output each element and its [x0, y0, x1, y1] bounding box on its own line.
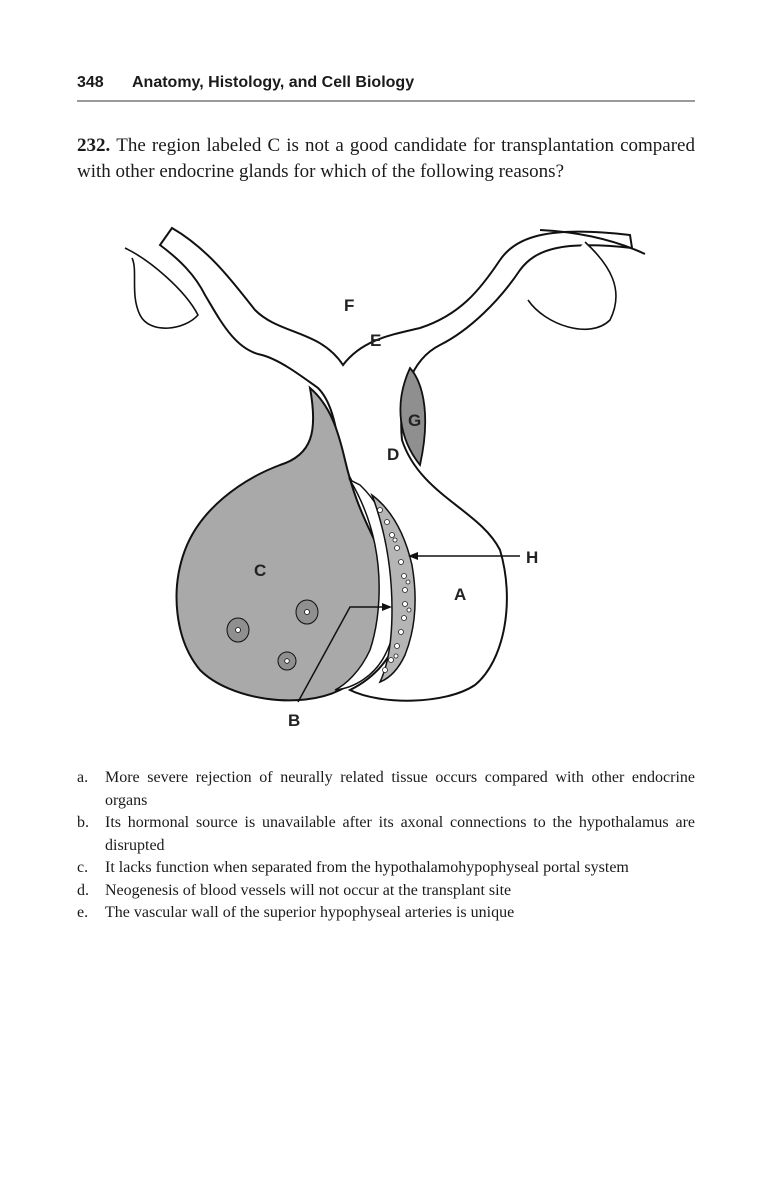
- question-text: The region labeled C is not a good candi…: [77, 135, 695, 182]
- option-text: More severe rejection of neurally relate…: [105, 769, 695, 809]
- option-d: d. Neogenesis of blood vessels will not …: [77, 880, 695, 903]
- option-letter: e.: [77, 904, 89, 921]
- top-line-right: [539, 229, 646, 255]
- b-pointer-arrow: [382, 603, 392, 611]
- optic-loop-left: [124, 247, 199, 329]
- question-number: 232.: [77, 135, 111, 156]
- option-e: e. The vascular wall of the superior hyp…: [77, 902, 695, 925]
- option-text: Its hormonal source is unavailable after…: [105, 814, 695, 854]
- label-d: D: [387, 445, 399, 464]
- option-letter: d.: [77, 881, 89, 899]
- label-b: B: [288, 711, 300, 730]
- neurohypophysis-shape: [158, 226, 634, 702]
- b-pointer-line: [297, 606, 388, 703]
- anterior-cells: [226, 599, 319, 671]
- label-c: C: [254, 561, 266, 580]
- option-letter: c.: [77, 859, 89, 876]
- book-title: Anatomy, Histology, and Cell Biology: [132, 74, 415, 91]
- option-c: c. It lacks function when separated from…: [77, 857, 695, 880]
- option-text: Neogenesis of blood vessels will not occ…: [105, 881, 512, 899]
- optic-loop-right: [527, 241, 617, 330]
- option-letter: a.: [77, 769, 89, 786]
- intermediate-cells: [370, 492, 416, 684]
- label-f: F: [344, 296, 354, 315]
- pituitary-diagram-svg: F E G D H C A B: [124, 226, 646, 730]
- h-pointer-arrow: [408, 552, 418, 560]
- intermediate-cell-dots: [377, 507, 412, 673]
- option-a: a. More severe rejection of neurally rel…: [77, 767, 695, 812]
- running-header: 348 Anatomy, Histology, and Cell Biology: [77, 72, 695, 102]
- pituitary-diagram: F E G D H C A B: [0, 210, 771, 750]
- label-e: E: [370, 331, 381, 350]
- label-a: A: [454, 585, 466, 604]
- label-h: H: [526, 548, 538, 567]
- option-text: The vascular wall of the superior hypoph…: [105, 904, 515, 921]
- option-b: b. Its hormonal source is unavailable af…: [77, 812, 695, 857]
- option-letter: b.: [77, 814, 89, 831]
- answer-options: a. More severe rejection of neurally rel…: [77, 767, 695, 925]
- page-number: 348: [77, 74, 104, 91]
- option-text: It lacks function when separated from th…: [105, 859, 629, 876]
- region-g-shape: [399, 366, 427, 468]
- question-stem: 232.The region labeled C is not a good c…: [77, 133, 695, 185]
- label-g: G: [408, 411, 421, 430]
